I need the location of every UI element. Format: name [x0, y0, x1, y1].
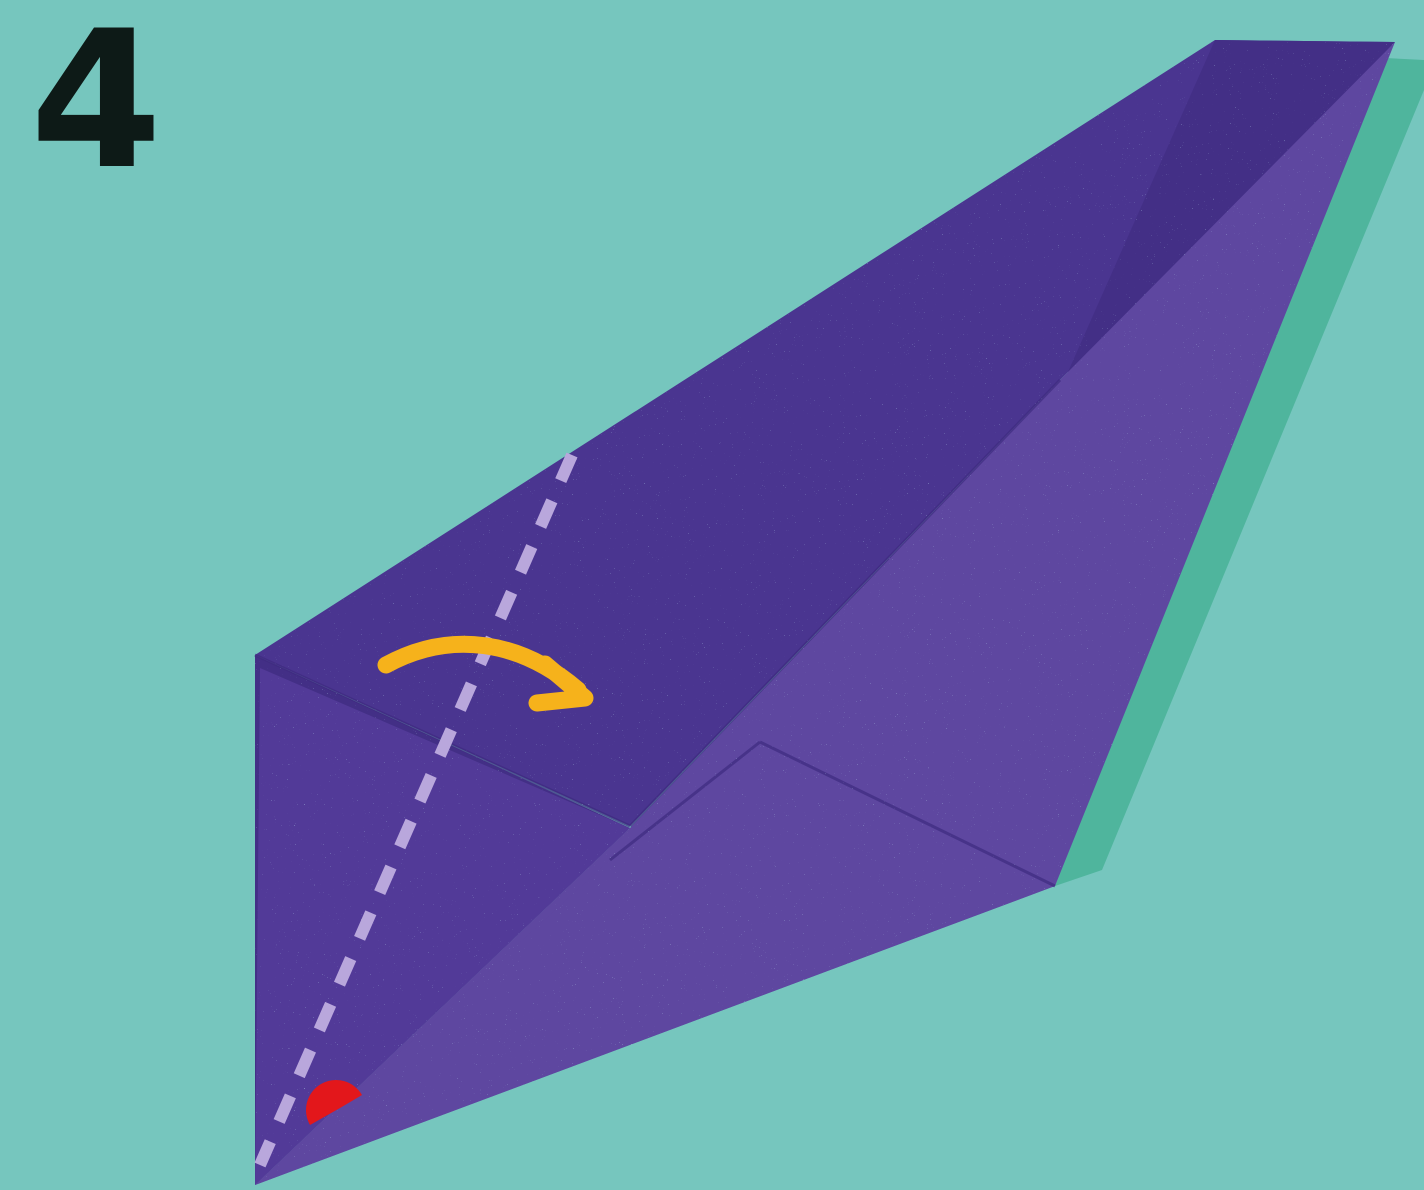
paper-texture [255, 40, 1395, 1185]
